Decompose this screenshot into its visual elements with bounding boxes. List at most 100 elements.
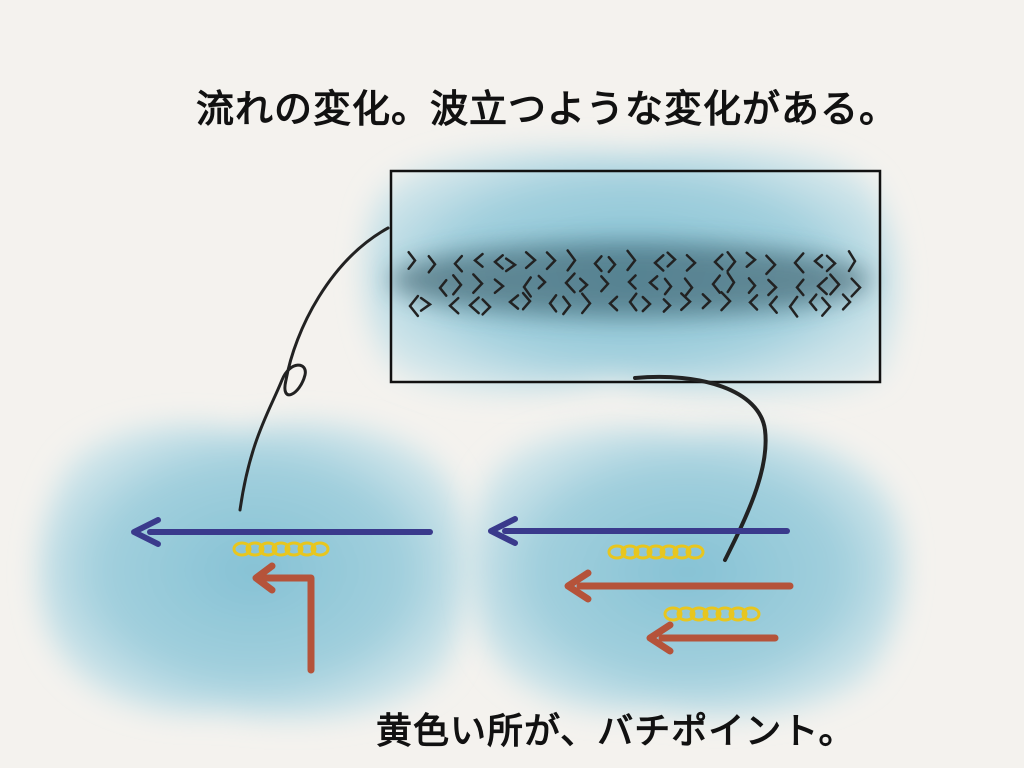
wave-chevron (662, 298, 672, 313)
wave-chevron (666, 251, 677, 268)
hit-loop (659, 544, 679, 560)
wave-chevron (451, 274, 463, 296)
wave-chevron (628, 292, 638, 312)
wave-chevron (825, 254, 837, 273)
wave-chevron (468, 296, 480, 315)
wave-chevron (847, 250, 857, 273)
wave-chevron (747, 277, 757, 295)
hit-loop (607, 544, 627, 560)
hit-loop (232, 541, 252, 557)
wave-chevron (493, 278, 505, 295)
wave-chevron (593, 255, 603, 273)
title-text: 流れの変化。波立つような変化がある。 (196, 87, 899, 131)
wave-chevron (566, 249, 577, 272)
wave-chevron (521, 291, 532, 311)
hit-loop (715, 606, 735, 622)
hit-loop (258, 541, 278, 557)
wave-chevron (608, 295, 619, 312)
wave-chevron (680, 292, 692, 312)
wave-chevron (524, 251, 537, 270)
wave-chevron (472, 273, 484, 295)
wave-chevron (537, 274, 547, 290)
left-callout-line (238, 226, 390, 512)
wave-chevron (841, 293, 852, 311)
wave-chevron (427, 254, 437, 274)
hit-loop (297, 541, 317, 557)
wave-chevron (545, 251, 557, 271)
wave-chevron (504, 257, 518, 273)
wave-chevron (795, 278, 805, 297)
wave-chevron (580, 292, 592, 315)
wave-chevron (578, 277, 589, 293)
wave-chevron (813, 253, 824, 269)
wave-chevron (653, 254, 665, 272)
wave-chevron (648, 275, 659, 291)
right-hit-point-1 (607, 544, 705, 560)
wave-chevron (548, 294, 558, 313)
wave-chevron (481, 298, 492, 316)
hit-loop (728, 606, 748, 622)
hit-loop (685, 544, 705, 560)
hit-loop (271, 541, 291, 557)
wave-chevron (600, 275, 610, 293)
wave-chevron (816, 276, 828, 296)
hit-loop (689, 606, 709, 622)
wave-chevron (448, 296, 460, 315)
zoom-frame (389, 169, 882, 384)
hit-loop (672, 544, 692, 560)
right-counter-flow-arrow-1 (564, 569, 794, 603)
wave-chevron (438, 278, 448, 297)
zoom-water-area (364, 147, 897, 395)
wave-chevron (768, 295, 778, 314)
wave-chevron (711, 274, 722, 294)
wave-chevron (522, 276, 532, 298)
hit-loop (284, 541, 304, 557)
wave-chevron (829, 273, 841, 296)
hit-loop (310, 541, 330, 557)
left-hit-point (232, 541, 330, 557)
wave-chevron (713, 253, 724, 271)
wave-chevron (626, 249, 637, 272)
hit-loop (676, 606, 696, 622)
wave-chevron (419, 296, 433, 312)
left-main-flow-arrow (131, 517, 433, 547)
wave-chevron (627, 274, 637, 290)
right-counter-flow-arrow-2 (646, 621, 779, 655)
hit-loop (646, 544, 666, 560)
hit-loop (663, 606, 683, 622)
right-callout-line (633, 374, 768, 562)
wave-chevron (453, 254, 464, 273)
right-water-area (470, 427, 904, 717)
hit-loop (620, 544, 640, 560)
wave-chevron (765, 254, 777, 276)
wave-chevron (820, 296, 832, 317)
wave-chevron (726, 271, 736, 294)
wave-chevron (748, 294, 759, 311)
wave-chevron (564, 272, 576, 294)
wave-chevron (685, 253, 697, 272)
wave-chevron (607, 255, 617, 274)
wave-marks (407, 249, 862, 318)
note-text: 黄色い所が、バチポイント。 (376, 711, 856, 752)
wave-chevron (808, 293, 818, 312)
left-counter-flow-arrow (252, 562, 315, 674)
wave-chevron (720, 291, 732, 312)
wave-chevron (508, 294, 520, 310)
hit-loop (741, 606, 761, 622)
right-main-flow-arrow (488, 516, 790, 546)
wave-chevron (850, 277, 862, 298)
wave-chevron (493, 254, 504, 270)
wave-chevron (408, 294, 420, 318)
wave-chevron (641, 295, 652, 313)
hit-loop (633, 544, 653, 560)
wave-chevron (788, 295, 799, 318)
wave-chevron (663, 277, 673, 296)
wave-chevron (562, 295, 572, 316)
right-hit-point-2 (663, 606, 761, 622)
left-water-area (38, 422, 469, 719)
hit-loop (702, 606, 722, 622)
wave-chevron (726, 251, 737, 273)
wave-chevron (767, 278, 778, 297)
wave-chevron (793, 252, 805, 274)
